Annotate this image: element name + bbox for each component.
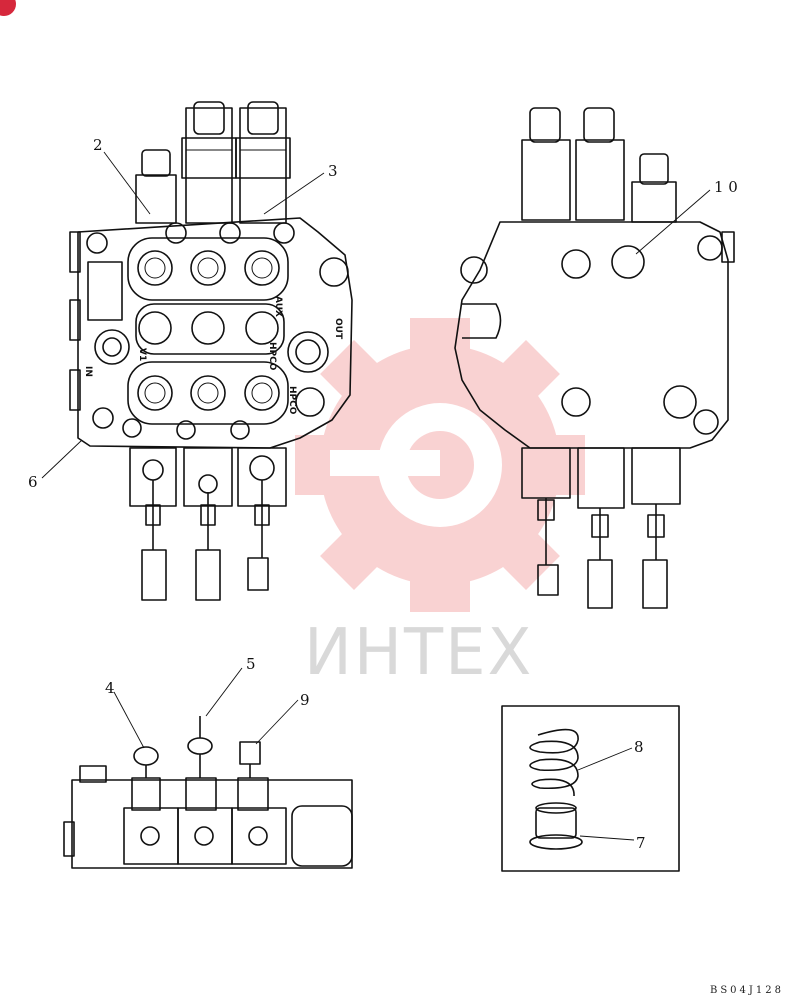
callout-9: 9 (300, 691, 310, 709)
port-label-v1: V1 (137, 348, 147, 361)
leader-lines (41, 151, 711, 841)
detail-box (501, 705, 680, 872)
callout-3: 3 (328, 162, 338, 180)
callout-8: 8 (634, 738, 644, 756)
callout-4: 4 (105, 679, 115, 697)
callout-7: 7 (636, 834, 646, 852)
drawing-code: BS04J128 (709, 985, 784, 996)
corner-badge-icon (0, 0, 16, 16)
port-label-hpco-bottom: HPCO (287, 386, 297, 415)
callout-6: 6 (28, 473, 38, 491)
valve-front-view: AUX OUT HPCO HPCO V1 IN (69, 101, 353, 601)
port-label-in: IN (83, 366, 93, 377)
callout-10: 1 0 (714, 178, 738, 196)
valve-side-view (63, 716, 353, 869)
callout-5: 5 (246, 655, 256, 673)
port-label-hpco: HPCO (267, 342, 277, 371)
port-label-aux: AUX (273, 296, 283, 317)
watermark-text: ИНТЕХ (304, 616, 533, 690)
valve-rear-view (454, 107, 735, 609)
port-label-out: OUT (333, 318, 343, 340)
callout-2: 2 (93, 136, 103, 154)
watermark-logo (295, 318, 585, 612)
